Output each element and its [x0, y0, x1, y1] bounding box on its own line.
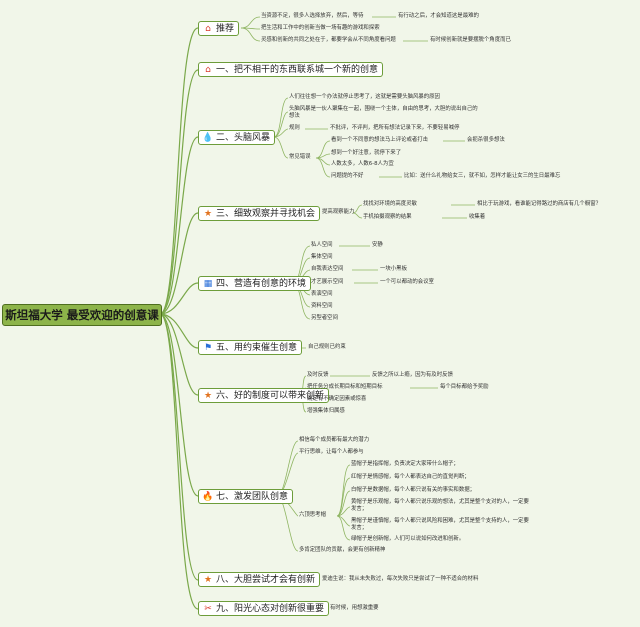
branch-label: 八、大胆尝试才会有创新	[216, 575, 316, 585]
topic-node[interactable]: 黄帽子是乐观帽，每个人都只说乐观的想法，尤其是整个支对的人，一定要发言；	[351, 499, 529, 512]
branch-2[interactable]: 💧二、头脑风暴	[198, 130, 276, 145]
branch-recommend[interactable]: ⌂ 推荐	[198, 21, 240, 36]
topic-node[interactable]: 自我表达空间	[311, 266, 344, 272]
branch-label: 六、好的制度可以带来创新	[216, 391, 325, 401]
branch-1[interactable]: ⌂ 一、把不相干的东西联系城一个新的创意	[198, 62, 384, 77]
home-icon: ⌂	[205, 24, 211, 34]
topic-node[interactable]: 有时候创新就是要摆脱个角度而已	[430, 37, 511, 43]
topic-node[interactable]: 多肯定团队的贡献，会更有创新精神	[299, 547, 386, 553]
topic-node[interactable]: 自己规则已约束	[308, 344, 346, 350]
topic-node[interactable]: 找找对环境的高度灵敏	[363, 201, 417, 207]
topic-node[interactable]: 黑帽子是谨慎帽，每个人都只说风险和困难，尤其是整个支持的人，一定要发言；	[351, 518, 529, 531]
topic-node[interactable]: 手机拍摄观察的结果	[363, 214, 412, 220]
topic-node[interactable]: 爱迪生说：我从未失败过，每次失败只是尝试了一种不适合的材料	[322, 576, 479, 582]
star-icon: ★	[203, 209, 213, 219]
topic-node[interactable]: 想到一个好注意，就停下来了	[331, 150, 402, 156]
topic-node[interactable]: 平行思维，让每个人都参与	[299, 449, 364, 455]
water-drop-icon: 💧	[202, 133, 214, 143]
topic-node[interactable]: 把生活和工作中的创新当做一场有趣的游戏和探索	[261, 25, 380, 31]
branch-4[interactable]: ▦四、营造有创意的环境	[198, 276, 312, 291]
topic-node[interactable]: 红帽子是情感帽，每个人都表达自己的直觉判断；	[351, 474, 470, 480]
topic-node[interactable]: 相信每个成员都有最大的潜力	[299, 437, 370, 443]
topic-node[interactable]: 每个目标都给予奖励	[440, 384, 489, 390]
topic-node[interactable]: 人们往往想一个办法就停止思考了，这就是需要头脑风暴的原因	[289, 94, 440, 100]
branch-label: 四、营造有创意的环境	[216, 279, 307, 289]
topic-node[interactable]: 当资源不足，很多人选择放弃，然后，等待	[261, 13, 364, 19]
topic-node[interactable]: 不批评，不评判，把所有想法记录下来，不要轻易喊停	[330, 125, 460, 131]
branch-9[interactable]: ✂ 九、阳光心态对创新很重要	[198, 601, 330, 616]
branch-5[interactable]: ⚑五、用约束催生创意	[198, 340, 303, 355]
topic-node[interactable]: 常见错误	[289, 154, 311, 160]
topic-node[interactable]: 灵感和创新的共同之处在于，都要学会从不同角度看问题	[261, 37, 396, 43]
topic-node[interactable]: 比如：送什么礼物给女三，就不如，怎样才能让女三的生日最难忘	[404, 173, 561, 179]
branch-label: 九、阳光心态对创新很重要	[216, 604, 325, 614]
star-icon: ★	[203, 391, 213, 401]
branch-label: 五、用约束催生创意	[216, 343, 298, 353]
topic-node[interactable]: 收集着	[469, 214, 486, 220]
topic-node[interactable]: 集体空间	[311, 254, 333, 260]
topic-node[interactable]: 有行动之后，才会知道这是最难的	[398, 13, 479, 19]
branch-6[interactable]: ★六、好的制度可以带来创新	[198, 388, 330, 403]
home-icon: ⌂	[205, 65, 211, 75]
topic-node[interactable]: 私人空间	[311, 242, 333, 248]
topic-node[interactable]: 提高观察能力	[322, 209, 355, 215]
topic-node[interactable]: 规则	[289, 125, 300, 131]
branch-label: 一、把不相干的东西联系城一个新的创意	[216, 65, 379, 75]
branch-label: 推荐	[216, 24, 235, 34]
topic-node[interactable]: 六顶思考帽	[299, 512, 326, 518]
grid-icon: ▦	[203, 279, 213, 289]
tools-icon: ✂	[204, 604, 212, 614]
branch-label: 三、细致观察并寻找机会	[216, 209, 316, 219]
star-icon: ★	[203, 575, 213, 585]
topic-node[interactable]: 增强集体归属感	[307, 408, 345, 414]
topic-node[interactable]: 及时反馈	[307, 372, 329, 378]
topic-node[interactable]: 反馈之所以上瘾，因为有及时反馈	[372, 372, 453, 378]
topic-node[interactable]: 把任务分成长期目标和短期目标	[307, 384, 383, 390]
topic-node[interactable]: 绿帽子是创新帽，人们可以说如何改进和创新。	[351, 536, 465, 542]
branch-label: 七、激发团队创意	[216, 492, 289, 502]
topic-node[interactable]: 白帽子是数据帽，每个人都只说有关的事实和数据；	[351, 487, 475, 493]
branch-label: 二、头脑风暴	[216, 133, 271, 143]
topic-node[interactable]: 一个可以都动的会议室	[380, 279, 434, 285]
topic-node[interactable]: 问题提的不好	[331, 173, 364, 179]
topic-node[interactable]: 有时候，用想激重要	[330, 605, 379, 611]
flag-icon: ⚑	[203, 343, 213, 353]
branch-7[interactable]: 🔥七、激发团队创意	[198, 489, 294, 504]
topic-node[interactable]: 头脑风暴是一伙人聚集在一起，围绕一个主体，自由的思考，大胆的说出自己的想法	[289, 106, 478, 119]
topic-node[interactable]: 会扼杀很多想法	[467, 137, 505, 143]
topic-node[interactable]: 一块小黑板	[380, 266, 407, 272]
topic-node[interactable]: 安静	[372, 242, 383, 248]
branch-3[interactable]: ★三、细致观察并寻找机会	[198, 206, 321, 221]
topic-node[interactable]: 才艺展示空间	[311, 279, 344, 285]
topic-node[interactable]: 相比于玩游戏，看谁能记得路过的商店有几个橱窗？	[477, 201, 601, 207]
topic-node[interactable]: 另型者空间	[311, 315, 338, 321]
topic-node[interactable]: 人数太多，人数6-8人为宜	[331, 161, 394, 167]
branch-8[interactable]: ★八、大胆尝试才会有创新	[198, 572, 321, 587]
topic-node[interactable]: 资料空间	[311, 303, 333, 309]
mindmap-root[interactable]: 斯坦福大学 最受欢迎的创意课	[2, 304, 162, 326]
topic-node[interactable]: 蓝帽子是指挥帽，负责决定大家带什么帽子；	[351, 461, 459, 467]
topic-node[interactable]: 表演空间	[311, 291, 333, 297]
fire-icon: 🔥	[202, 492, 214, 502]
topic-node[interactable]: 确定有不确定因素或惊喜	[307, 396, 367, 402]
topic-node[interactable]: 看到一个不同意的想法马上评论或者打击	[331, 137, 429, 143]
